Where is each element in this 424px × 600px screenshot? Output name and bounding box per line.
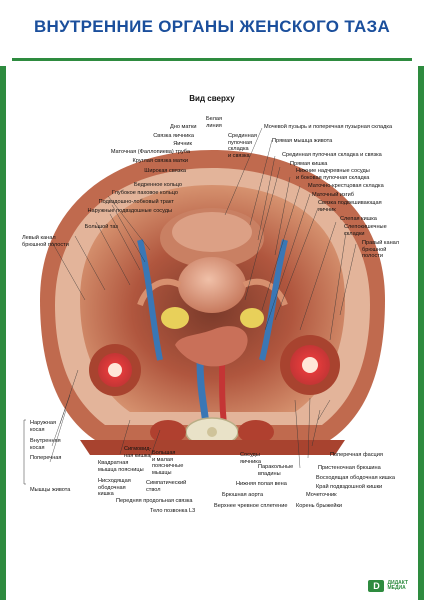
label-hypogastric-plexus: Верхнее чревное сплетение <box>214 503 288 509</box>
label-bladder: Мочевой пузырь и поперечная пузырная скл… <box>264 124 393 130</box>
label-rectum: Прямая кишка <box>290 161 328 167</box>
label-ovary: Яичник <box>173 141 192 147</box>
left-ovary <box>161 307 189 329</box>
label-ureter: Мочеточник <box>306 492 337 498</box>
label-uterine-flexure: Маточный изгиб <box>312 192 354 198</box>
label-transversalis-fascia: Поперечная фасция <box>330 452 383 458</box>
label-cecum: Слепая кишка <box>340 216 377 222</box>
view-caption: Вид сверху <box>189 94 235 103</box>
label-femoral-ring: Бедренное кольцо <box>133 182 182 188</box>
label-sigmoid: Сигмовид- ная кишка <box>124 446 152 459</box>
label-linea-alba: Белая линия <box>206 116 222 129</box>
label-psoas: Большая и малая поясничные мышцы <box>152 450 184 476</box>
label-suspensory: Связка подвешивающая яичник <box>318 200 382 213</box>
right-ovary <box>240 308 264 328</box>
label-aorta: Брюшная аорта <box>222 492 264 498</box>
label-fundus: Дно матки <box>170 124 197 130</box>
label-paracolic: Паракольные впадины <box>258 464 294 477</box>
label-median-fold-short: Срединная пупочная складка и связка <box>228 133 257 159</box>
label-anterior-longitudinal: Передняя продольная связка <box>116 498 193 504</box>
logo-text: ДИДАКТ МЕДИА <box>387 580 408 591</box>
label-broad-ligament: Широкая связка <box>144 168 186 174</box>
label-descending-colon: Нисходящая ободочная кишка <box>98 478 131 498</box>
label-left-gutter: Левый канал брюшной полости <box>22 235 69 248</box>
label-rectus: Прямая мышца живота <box>272 138 333 144</box>
label-parietal-peritoneum: Пристеночная брюшина <box>318 465 381 471</box>
label-mesentery-root: Корень брыжейки <box>296 503 343 509</box>
label-sympathetic-trunk: Симпатический ствол <box>146 480 187 493</box>
label-round-ligament: Круглая связка матки <box>132 158 188 164</box>
label-fallopian-tube: Маточная (Фаллопиева) труба <box>110 149 190 155</box>
label-uterosacral: Маточно-крестцовая складка <box>308 183 384 189</box>
label-ovarian-ligament: Связка яичника <box>153 133 194 139</box>
label-abdominal-muscles: Мышцы живота <box>30 487 71 493</box>
left-iliac-vessels <box>137 239 163 361</box>
label-ivc: Нижняя полая вена <box>236 481 287 487</box>
label-ascending-colon: Восходящая ободочная кишка <box>316 475 395 481</box>
label-vertebra: Тело позвонка L3 <box>150 508 196 514</box>
uterus <box>178 257 246 313</box>
label-internal-oblique: Внутренняя косая <box>30 438 61 451</box>
title-divider <box>12 58 412 61</box>
label-deep-inguinal: Глубокое паховое кольцо <box>111 190 178 196</box>
label-median-fold: Срединная пупочная складка и связка <box>282 152 382 158</box>
logo-mark: D <box>368 580 385 592</box>
label-external-oblique: Наружная косая <box>30 420 57 433</box>
label-external-iliac: Наружные подвздошные сосуды <box>87 208 172 214</box>
label-quadratus: Квадратная мышца поясницы <box>98 460 144 473</box>
label-ovarian-vessels: Сосуды яичника <box>240 452 261 465</box>
right-iliac-vessels <box>259 239 288 361</box>
label-cecal-folds: Слепокишечные складки <box>344 224 387 237</box>
label-transverse: Поперечная <box>30 455 62 461</box>
rectum <box>175 326 248 367</box>
page-title: ВНУТРЕННИЕ ОРГАНЫ ЖЕНСКОГО ТАЗА <box>33 17 391 36</box>
label-right-gutter: Правый канал брюшной полости <box>362 240 400 260</box>
label-ileum-edge: Край подвздошной кишки <box>316 484 383 490</box>
publisher-logo: D ДИДАКТ МЕДИА <box>368 580 408 592</box>
header: ВНУТРЕННИЕ ОРГАНЫ ЖЕНСКОГО ТАЗА <box>0 0 424 66</box>
label-greater-pelvis: Большой таз <box>84 224 118 230</box>
label-iliopubic: Подвздошно-лобковый тракт <box>98 199 174 205</box>
label-epigastric: Нижние надчревные сосуды и боковая пупоч… <box>296 168 370 181</box>
